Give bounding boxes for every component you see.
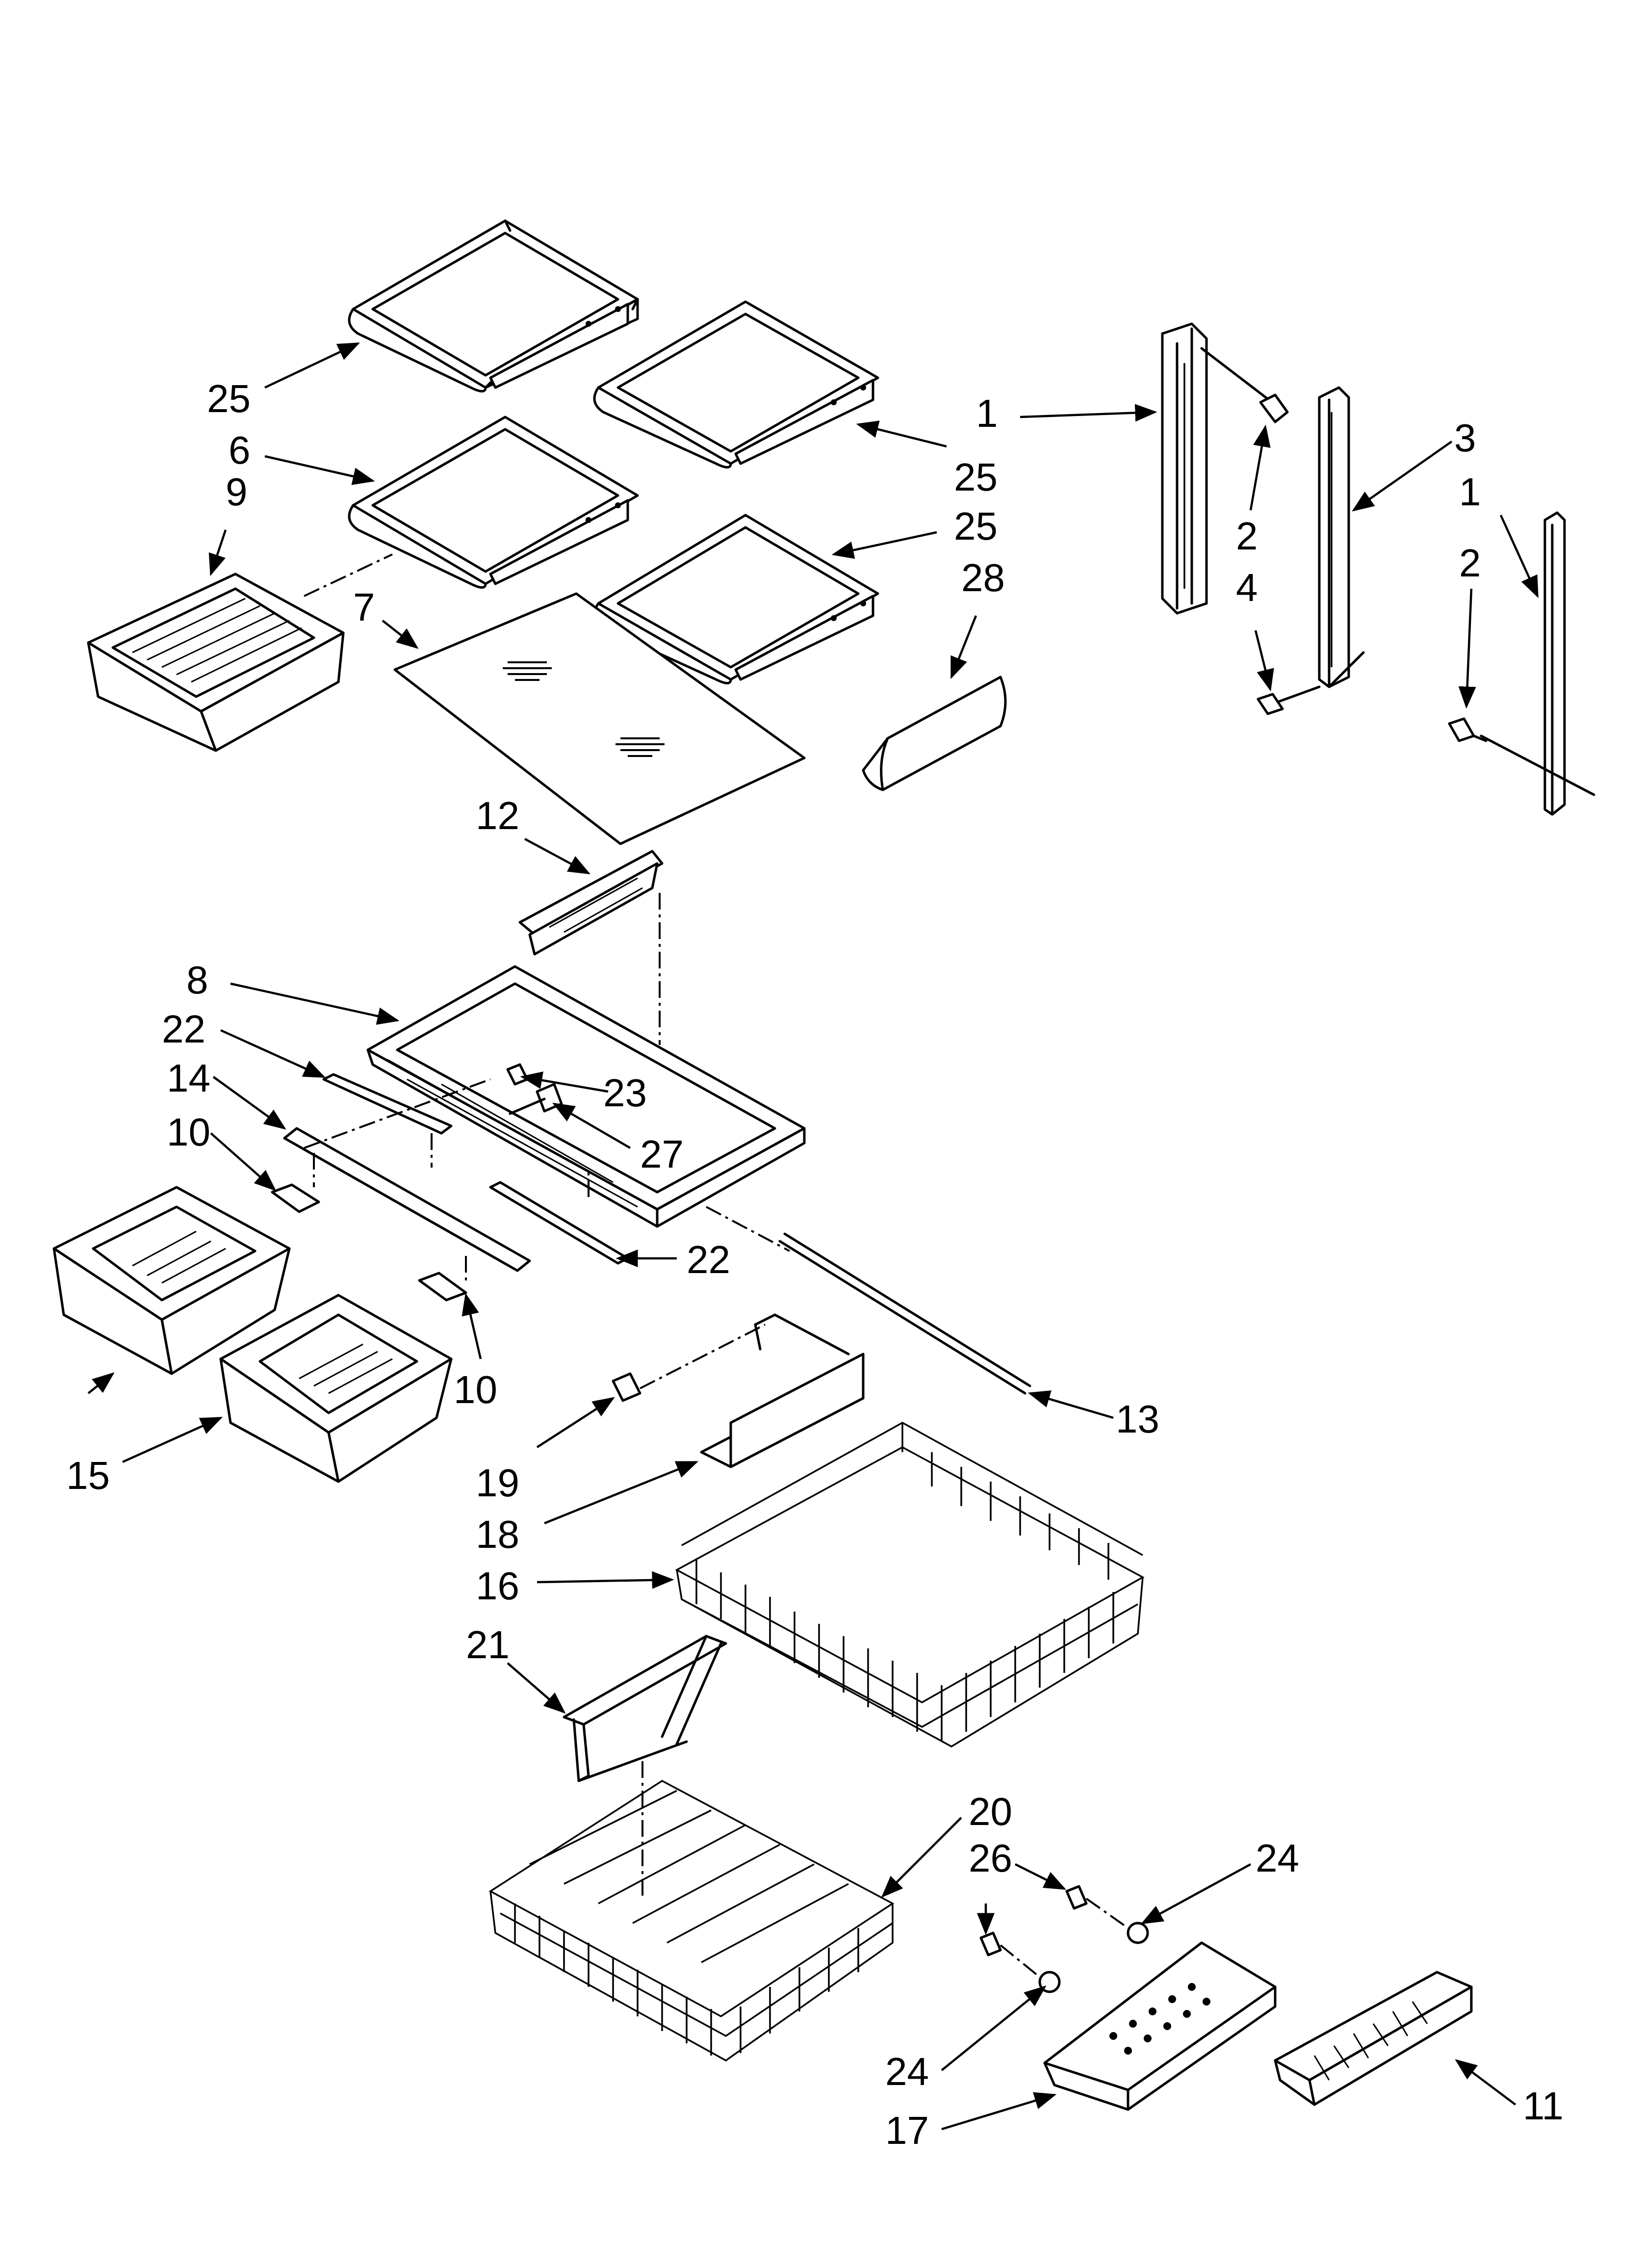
callout-8: 8	[186, 958, 208, 1002]
shelf-25-top-right	[593, 300, 879, 469]
ice-tray-11	[1274, 1971, 1473, 2106]
shelf-6	[348, 416, 639, 589]
crisper-drawer-15-right	[219, 1294, 453, 1483]
callout-28: 28	[961, 556, 1005, 600]
callout-6: 6	[229, 428, 251, 472]
bracket-18	[700, 1313, 865, 1468]
callout-23: 23	[603, 1071, 647, 1115]
callout-25-a: 25	[207, 377, 251, 420]
callout-10-b: 10	[454, 1368, 497, 1411]
wire-basket-16	[675, 1422, 1145, 1748]
callout-1-b: 1	[1459, 470, 1481, 514]
callout-24-b: 24	[885, 2050, 929, 2093]
shelf-25-top-left	[348, 219, 639, 392]
rail-1-right	[1543, 511, 1566, 816]
leader-lines	[87, 342, 1539, 2131]
screws-26-washers-24	[979, 1885, 1149, 1993]
crisper-drawer-15-left	[52, 1186, 291, 1375]
callout-9: 9	[226, 470, 248, 514]
divider-21	[563, 1635, 727, 1782]
callout-12: 12	[476, 794, 519, 837]
divider-22-upper	[322, 1073, 453, 1135]
callout-18: 18	[476, 1512, 519, 1556]
callout-19: 19	[476, 1461, 519, 1505]
callout-7: 7	[353, 585, 375, 629]
callout-22-b: 22	[687, 1238, 730, 1281]
callout-labels: 25 6 9 7 25 25 28 1 2 4 3 1 2 12 8 22 14…	[66, 377, 1564, 2152]
callout-26: 26	[969, 1836, 1012, 1880]
screw-19	[612, 1372, 641, 1402]
glass-shelf-7	[393, 592, 806, 845]
clip-10-upper	[271, 1183, 320, 1213]
ice-bin-17	[1043, 1941, 1277, 2111]
rod-13	[778, 1232, 1031, 1395]
callout-20: 20	[969, 1790, 1012, 1833]
callout-25-b: 25	[954, 455, 998, 499]
callout-3: 3	[1454, 416, 1476, 460]
callout-25-c: 25	[954, 504, 998, 548]
callout-2-a: 2	[1236, 514, 1258, 558]
divider-14	[283, 1127, 531, 1272]
callout-4: 4	[1236, 566, 1258, 609]
callout-1-a: 1	[976, 391, 998, 435]
callout-2-b: 2	[1459, 541, 1481, 585]
screws-2-4	[1200, 347, 1595, 796]
callout-17: 17	[885, 2109, 929, 2152]
callout-10-a: 10	[167, 1110, 210, 1154]
callout-22-a: 22	[162, 1007, 205, 1051]
trim-28	[862, 676, 1007, 791]
clip-10-lower	[418, 1272, 467, 1302]
callout-13: 13	[1116, 1397, 1159, 1441]
deli-drawer-9	[87, 573, 345, 752]
callout-14: 14	[167, 1056, 210, 1100]
wire-basket-20	[488, 1779, 895, 2062]
callout-11: 11	[1523, 2084, 1564, 2128]
callout-15: 15	[66, 1454, 110, 1497]
dash-dividers	[304, 1078, 590, 1280]
callout-27: 27	[640, 1132, 684, 1176]
rail-1-left	[1161, 322, 1208, 615]
rail-3	[1318, 386, 1365, 688]
crisper-cover-8	[366, 965, 806, 1228]
callout-24-a: 24	[1256, 1836, 1299, 1880]
dash-8-13	[706, 1206, 790, 1252]
callout-16: 16	[476, 1564, 519, 1608]
slide-12	[518, 850, 664, 956]
dash-19	[640, 1324, 766, 1389]
callout-21: 21	[466, 1623, 510, 1667]
